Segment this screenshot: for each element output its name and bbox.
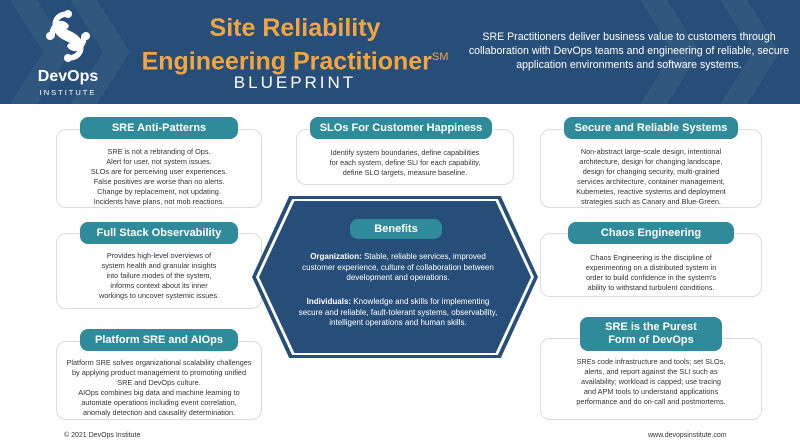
platform-title: Platform SRE and AIOps: [80, 329, 238, 351]
text-line: Alert for user, not system issues.: [106, 157, 212, 166]
secure-systems-title: Secure and Reliable Systems: [564, 117, 738, 139]
logo-sub: INSTITUTE: [39, 88, 97, 97]
text-line: ability to withstand turbulent condition…: [587, 283, 715, 292]
text-line: Non-abstract large-scale design, intenti…: [580, 147, 722, 156]
text-line: alerts, and report against the SLI such …: [584, 367, 718, 376]
text-line: AIOps combines big data and machine lear…: [78, 388, 240, 397]
text-line: into failure modes of the system,: [106, 271, 212, 280]
text-line: and APM tools to understand applications: [583, 387, 719, 396]
anti-patterns-card: [56, 129, 262, 208]
text-line: SLOs are for perceiving user experiences…: [90, 167, 228, 176]
title-line-2-text: Engineering Practitioner: [141, 47, 432, 76]
website-link[interactable]: www.devopsinstitute.com: [648, 432, 727, 439]
platform-text: Platform SRE solves organizational scala…: [60, 358, 258, 418]
anti-patterns-title: SRE Anti-Patterns: [80, 117, 238, 139]
subtitle: BLUEPRINT: [233, 73, 357, 92]
chaos-title: Chaos Engineering: [568, 222, 734, 244]
title-line-1: Site Reliability: [209, 14, 381, 42]
tagline: SRE Practitioners deliver business value…: [468, 31, 790, 71]
individuals-label: Individuals:: [306, 297, 352, 306]
text-line: Identify system boundaries, define capab…: [330, 148, 480, 157]
text-line: define SLO targets, measure baseline.: [342, 168, 468, 177]
purest-title-line-2: Form of DevOps: [608, 334, 694, 346]
text-line: architecture, design for changing landsc…: [579, 157, 723, 166]
observability-card: [56, 233, 262, 309]
logo-name: DevOps: [37, 68, 99, 85]
purest-title-line-1: SRE is the Purest: [605, 321, 697, 333]
text-line: Provides high-level overviews of: [106, 251, 212, 260]
text-line: order to build confidence in the system'…: [586, 273, 716, 282]
text-line: design for changing security, multi-grai…: [582, 167, 720, 176]
benefits-title: Benefits: [350, 219, 442, 239]
text-line: workings to uncover systemic issues.: [98, 291, 220, 300]
individuals-text: Knowledge and skills for implementing se…: [298, 297, 498, 327]
text-line: Chaos Engineering is the discipline of: [590, 253, 712, 262]
anti-patterns-text: SRE is not a rebranding of Ops. Alert fo…: [60, 147, 258, 207]
purest-text: SREs code infrastructure and tools; set …: [544, 357, 758, 407]
devops-institute-logo: DevOps INSTITUTE: [14, 8, 122, 100]
text-line: by applying product management to promot…: [71, 368, 247, 377]
text-line: Incidents have plans, not mob reactions.: [93, 197, 225, 206]
text-line: performance and do on-call and postmorte…: [576, 397, 726, 406]
header-banner: DevOps INSTITUTE Site Reliability Engine…: [0, 0, 800, 104]
secure-systems-card: [540, 129, 762, 208]
chaos-text: Chaos Engineering is the discipline of e…: [544, 253, 758, 293]
platform-card: [56, 341, 262, 420]
text-line: anomaly detection and causality determin…: [82, 408, 236, 417]
benefits-organization: Organization: Stable, reliable services,…: [298, 252, 498, 284]
secure-systems-text: Non-abstract large-scale design, intenti…: [544, 147, 758, 207]
text-line: Platform SRE solves organizational scala…: [66, 358, 252, 367]
organization-text: Stable, reliable services, improved cust…: [302, 252, 494, 282]
organization-label: Organization:: [310, 252, 362, 261]
text-line: informs context about its inner: [110, 281, 208, 290]
text-line: SREs code infrastructure and tools; set …: [576, 357, 726, 366]
title-line-2: Engineering PractitionerSM: [130, 43, 460, 76]
text-line: strategies such as Canary and Blue-Green…: [581, 197, 721, 206]
text-line: automate operations including event corr…: [81, 398, 237, 407]
text-line: SRE and DevOps culture.: [117, 378, 201, 387]
text-line: experimenting on a distributed system in: [585, 263, 717, 272]
text-line: services architecture, container managem…: [577, 177, 725, 186]
devops-knot-icon: [46, 10, 90, 62]
benefits-individuals: Individuals: Knowledge and skills for im…: [298, 297, 498, 329]
observability-text: Provides high-level overviews of system …: [60, 251, 258, 301]
text-line: availability; workload is capped; use tr…: [581, 377, 721, 386]
text-line: Change by replacement, not updating.: [97, 187, 221, 196]
purest-title: SRE is the Purest Form of DevOps: [580, 317, 722, 351]
slos-text: Identify system boundaries, define capab…: [300, 148, 510, 178]
text-line: SRE is not a rebranding of Ops.: [107, 147, 211, 156]
copyright: © 2021 DevOps Institute: [64, 432, 141, 439]
text-line: False positives are worse than no alerts…: [93, 177, 225, 186]
observability-title: Full Stack Observability: [80, 222, 238, 244]
text-line: system health and granular insights: [101, 261, 217, 270]
page-title: Site Reliability Engineering Practitione…: [130, 14, 460, 76]
text-line: Kubernetes, reactive systems and deploym…: [576, 187, 726, 196]
text-line: for each system, define SLI for each cap…: [329, 158, 481, 167]
service-mark: SM: [431, 51, 449, 63]
slos-title: SLOs For Customer Happiness: [310, 117, 492, 139]
